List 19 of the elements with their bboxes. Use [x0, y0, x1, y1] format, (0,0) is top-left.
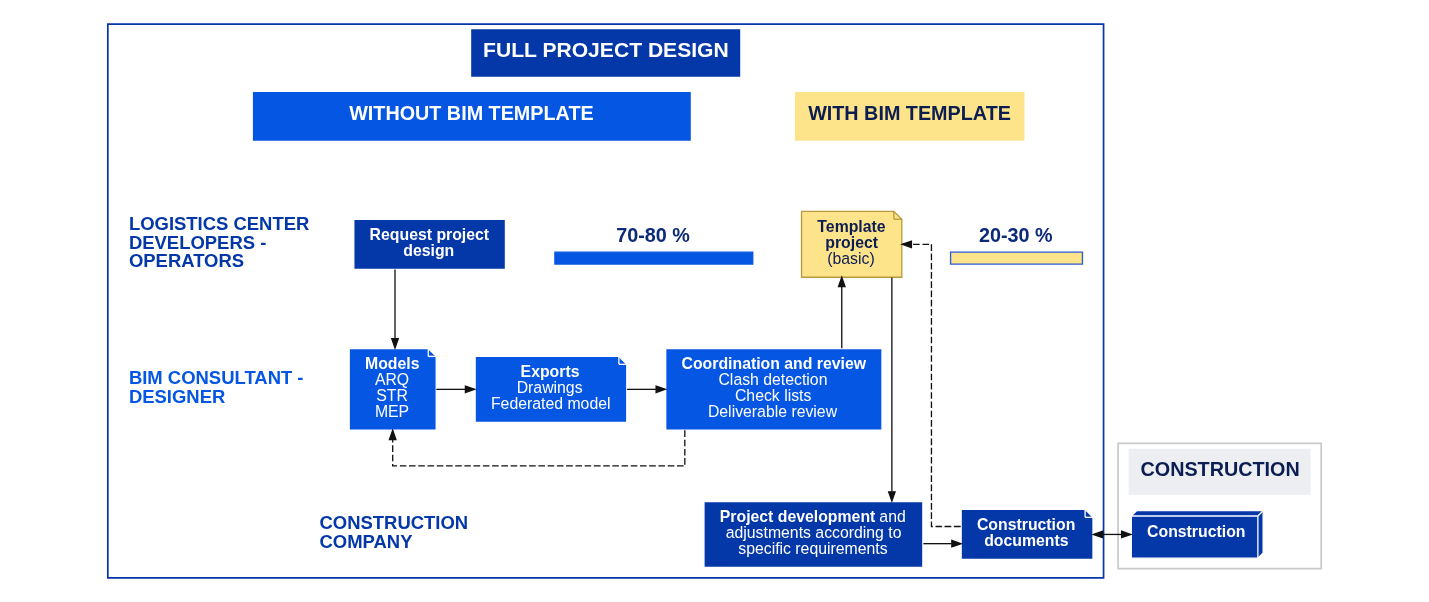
arrow	[390, 268, 400, 350]
node-box: Coordination and review Clash detection Check lists Deliverable review	[665, 347, 883, 431]
arrow	[435, 385, 477, 394]
arrow	[1091, 530, 1133, 539]
arrow	[900, 240, 962, 528]
arrow	[626, 385, 668, 394]
node-box: WITHOUT BIM TEMPLATE	[252, 91, 691, 141]
node-box: Request project design	[353, 218, 507, 270]
label: LOGISTICS CENTER DEVELOPERS - OPERATORS	[128, 213, 310, 271]
arrow	[837, 275, 846, 349]
label: BIM CONSULTANT - DESIGNER	[128, 367, 304, 407]
node-box: WITH BIM TEMPLATE	[794, 91, 1025, 141]
arrow	[922, 539, 964, 548]
label: CONSTRUCTION COMPANY	[319, 512, 469, 552]
arrow	[388, 428, 686, 467]
label: 20-30 %	[978, 223, 1053, 246]
label: 70-80 %	[616, 223, 690, 246]
node-box: Project development and adjustments according to specific requirements	[703, 500, 924, 569]
arrow	[887, 276, 897, 504]
